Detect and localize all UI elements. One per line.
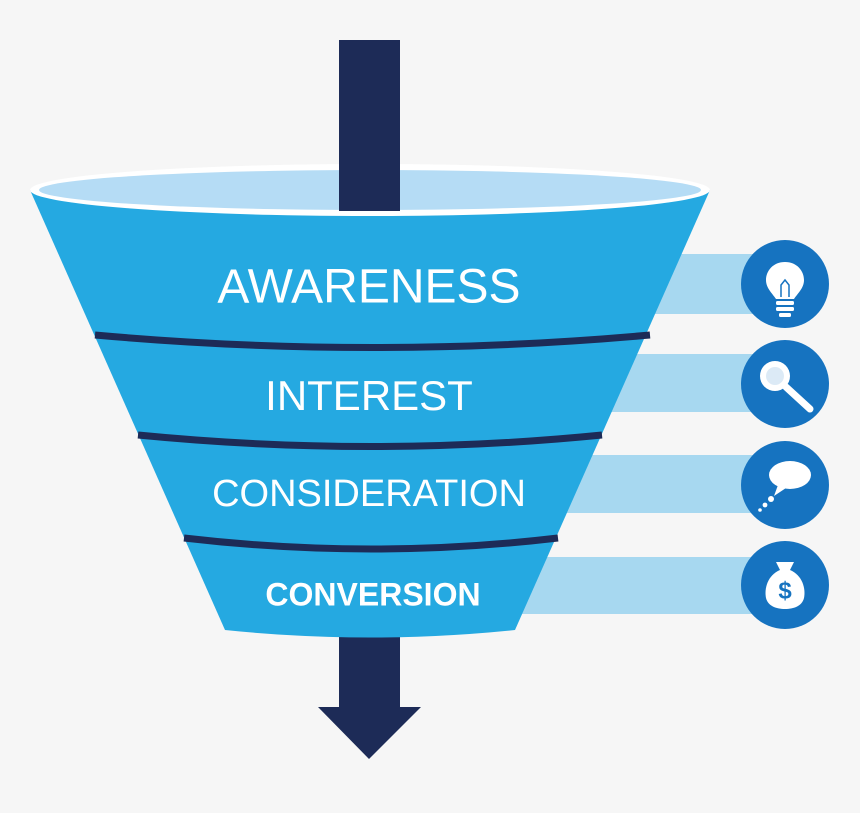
funnel-body (30, 190, 710, 638)
down-arrow-shaft (339, 40, 400, 211)
stage-label-interest: INTEREST (265, 372, 473, 419)
down-arrow-bottom (318, 636, 421, 759)
stage-label-awareness: AWARENESS (217, 261, 520, 314)
stage-labels: AWARENESS INTEREST CONSIDERATION CONVERS… (212, 261, 526, 613)
magnifier-icon (741, 340, 829, 428)
money-bag-icon: $ (741, 541, 829, 629)
lightbulb-icon (741, 240, 829, 328)
stage-label-consideration: CONSIDERATION (212, 473, 526, 515)
speech-bubble-icon (741, 441, 829, 529)
stage-divider (94, 331, 651, 351)
stage-divider (183, 534, 559, 553)
stage-label-conversion: CONVERSION (265, 576, 480, 612)
svg-text:$: $ (778, 577, 792, 604)
stage-icons: $ (741, 240, 829, 629)
stage-divider (137, 431, 603, 450)
